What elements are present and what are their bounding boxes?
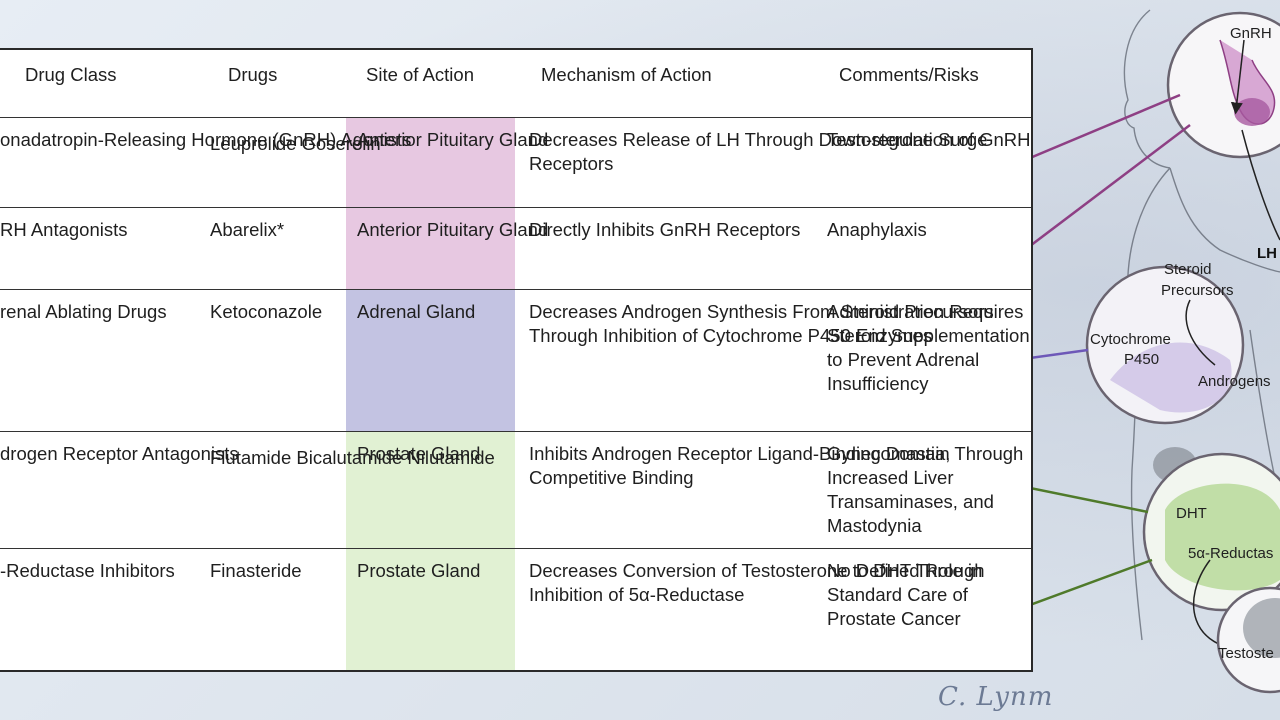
row3-mechanism: Decreases Androgen Synthesis From Steroi… <box>529 301 994 346</box>
drug-table: Drug Class Drugs Site of Action Mechanis… <box>0 48 1033 672</box>
testis-inset: Testoste <box>1216 586 1280 694</box>
site-bg-row-1 <box>346 118 515 207</box>
row2-comments: Anaphylaxis <box>827 219 927 240</box>
prostate-connector-1 <box>1030 486 1149 514</box>
pituitary-inset: GnRH <box>1166 11 1280 241</box>
row5-drugs: Finasteride <box>210 560 302 581</box>
header-drugs: Drugs <box>228 64 278 85</box>
header-site: Site of Action <box>366 64 474 85</box>
steroid-label: Steroid <box>1164 261 1212 278</box>
row2-mechanism: Directly Inhibits GnRH Receptors <box>529 219 801 240</box>
prostate-inset: DHT 5α-Reductas <box>1142 452 1280 651</box>
table-row: RH Antagonists Abarelix* Anterior Pituit… <box>0 207 1031 290</box>
artist-signature: C. Lynm <box>938 682 1054 712</box>
testosterone-label: Testoste <box>1218 645 1274 662</box>
row2-drug-class: RH Antagonists <box>0 219 128 240</box>
row1-comments: Testosterone Surge <box>827 129 988 150</box>
table-row: renal Ablating Drugs Ketoconazole Adrena… <box>0 289 1031 432</box>
reductase-label: 5α-Reductas <box>1188 545 1273 562</box>
precursors-label: Precursors <box>1161 282 1234 299</box>
dht-label: DHT <box>1176 505 1207 522</box>
table-header-row: Drug Class Drugs Site of Action Mechanis… <box>0 50 1031 117</box>
lh-label: LH <box>1257 245 1277 262</box>
row5-site: Prostate Gland <box>357 560 481 581</box>
table-row: drogen Receptor Antagonists Flutamide Bi… <box>0 431 1031 549</box>
site-bg-row-2 <box>346 208 515 289</box>
header-drug-class: Drug Class <box>25 64 117 85</box>
row4-comments: Gynecomastia, Increased Liver Transamina… <box>827 443 994 536</box>
row2-drugs: Abarelix* <box>210 219 285 240</box>
pituitary-connector-1 <box>1030 93 1181 160</box>
row5-drug-class: -Reductase Inhibitors <box>0 560 175 581</box>
row5-mechanism: Decreases Conversion of Testosterone to … <box>529 560 985 605</box>
header-mechanism: Mechanism of Action <box>541 64 712 85</box>
table-row: onadatropin-Releasing Hormone (GnRH) Ago… <box>0 117 1031 208</box>
row1-drugs: Leuprolide Goserelin <box>210 133 381 154</box>
header-comments: Comments/Risks <box>839 64 979 85</box>
row1-mechanism: Decreases Release of LH Through Down-reg… <box>529 129 1031 174</box>
row2-site: Anterior Pituitary Gland <box>357 219 549 240</box>
row3-site: Adrenal Gland <box>357 301 476 322</box>
prostate-connector-2 <box>1030 558 1153 607</box>
row1-site: Anterior Pituitary Gland <box>357 129 549 150</box>
row3-drug-class: renal Ablating Drugs <box>0 301 167 322</box>
site-bg-row-4 <box>346 432 515 548</box>
cytochrome-label: Cytochrome <box>1090 331 1171 348</box>
anatomy-illustration: GnRH LH Steroid Precursors Cytochrome P4… <box>1030 9 1280 694</box>
row5-comments: No Defined Role in Standard Care of Pros… <box>827 560 983 629</box>
row4-mechanism: Inhibits Androgen Receptor Ligand-Bindin… <box>529 443 1024 488</box>
p450-label: P450 <box>1124 351 1159 368</box>
row4-drug-class: drogen Receptor Antagonists <box>0 443 239 464</box>
row1-drug-class: onadatropin-Releasing Hormone (GnRH) Ago… <box>0 129 412 150</box>
row4-site: Prostate Gland <box>357 443 481 464</box>
row3-drugs: Ketoconazole <box>210 301 323 322</box>
table-row: -Reductase Inhibitors Finasteride Prosta… <box>0 548 1031 670</box>
adrenal-inset: Steroid Precursors Cytochrome P450 Andro… <box>1085 261 1271 425</box>
gnrh-label: GnRH <box>1230 25 1272 42</box>
androgens-label: Androgens <box>1198 373 1271 390</box>
row4-drugs: Flutamide Bicalutamide Nilutamide <box>210 447 495 468</box>
site-bg-row-5 <box>346 549 515 670</box>
row3-comments: Administration Requires Steroid Suppleme… <box>827 301 1030 394</box>
adrenal-connector <box>1030 348 1089 360</box>
pituitary-connector-2 <box>1030 124 1191 247</box>
site-bg-row-3 <box>346 290 515 431</box>
